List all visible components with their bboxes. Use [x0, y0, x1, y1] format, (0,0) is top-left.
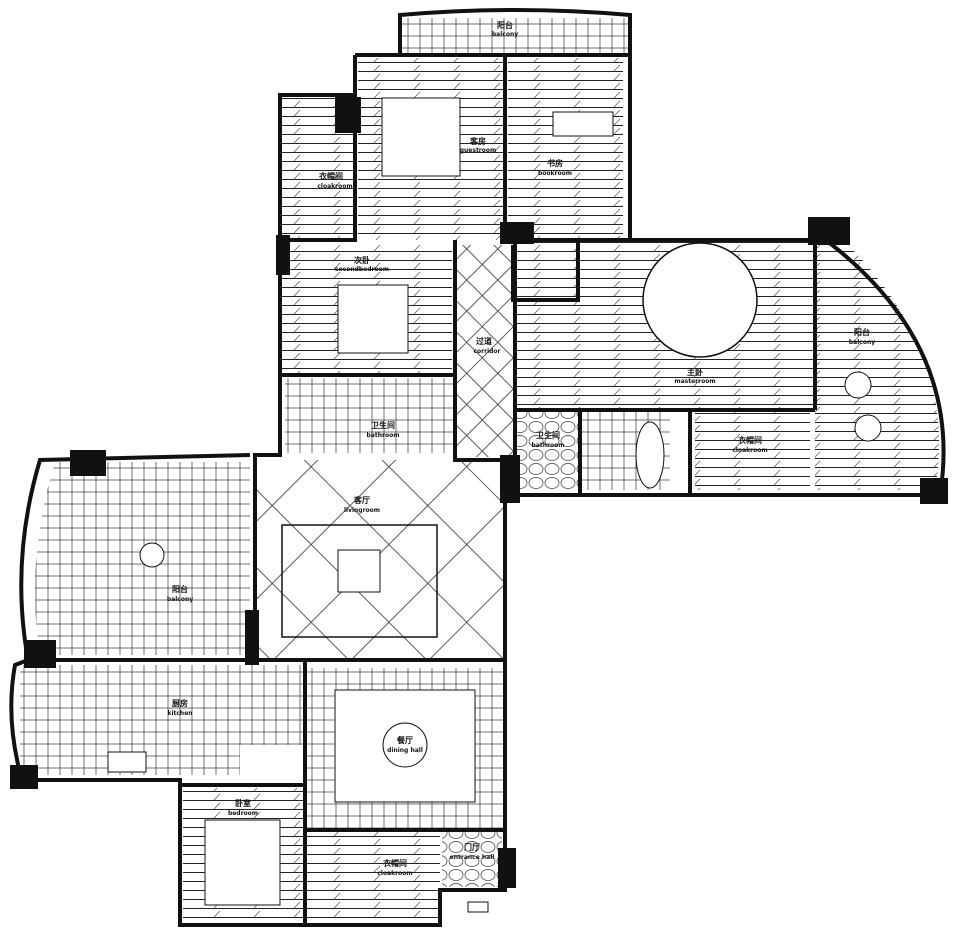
room-name-en: cloakroom [317, 183, 352, 190]
secondbedroom-bed-icon [337, 284, 409, 354]
bathtub-icon [635, 421, 665, 489]
room-name-en: entrance hall [450, 854, 495, 861]
label-livingroom: 客厅 livingroom [344, 495, 380, 514]
kitchen-floor [20, 665, 305, 775]
room-name-cn: 客房 [469, 136, 486, 146]
stove-icon [107, 751, 147, 773]
columns [10, 97, 948, 888]
label-balcony-left: 阳台 balcony [167, 584, 193, 603]
balcony-top-floor [402, 18, 628, 56]
room-name-cn: 衣帽间 [383, 858, 407, 868]
guest-bed-icon [381, 97, 461, 177]
room-name-en: balcony [492, 31, 518, 38]
room-name-en: dining hall [387, 747, 423, 754]
label-dining: 餐厅 dining hall [387, 735, 423, 754]
room-name-en: balcony [167, 596, 193, 603]
label-entrance: 门厅 entrance hall [450, 842, 495, 861]
room-name-cn: 主卧 [687, 367, 703, 377]
balcony-table-icon [139, 542, 165, 568]
master-round-bed-icon [642, 242, 758, 358]
room-name-cn: 客厅 [353, 495, 370, 505]
corridor-floor [455, 245, 513, 457]
label-balcony-right: 阳台 balcony [849, 327, 875, 346]
room-name-en: bedroom [228, 810, 258, 817]
room-name-en: cloakroom [732, 447, 767, 454]
room-name-en: masterroom [674, 378, 715, 385]
balcony-right-floor [815, 232, 940, 490]
room-name-cn: 卫生间 [536, 430, 560, 440]
room-name-cn: 阳台 [854, 327, 870, 337]
room-name-en: secondbedroom [335, 266, 389, 273]
entrance-floor [442, 832, 502, 887]
balcony-right-chair-icon [844, 371, 872, 399]
room-name-cn: 书房 [547, 158, 563, 168]
room-name-cn: 衣帽间 [738, 435, 762, 445]
room-name-cn: 阳台 [497, 20, 513, 30]
sofa-icon [281, 524, 438, 638]
cloakroom-lower-floor [307, 832, 440, 920]
label-kitchen: 厨房 kitchen [167, 698, 192, 717]
room-name-en: balcony [849, 339, 875, 346]
room-name-en: bathroom [532, 442, 565, 449]
rug-icon [337, 549, 381, 593]
bathroom-master-floor [517, 410, 579, 490]
room-name-en: kitchen [167, 710, 192, 717]
dining-table-icon [382, 722, 428, 768]
label-cloakroom-upper: 衣帽间 cloakroom [317, 171, 352, 190]
room-name-cn: 阳台 [172, 584, 188, 594]
room-name-en: guestroom [460, 147, 497, 154]
room-name-en: bathroom [367, 432, 400, 439]
balcony-right-chair-icon [854, 414, 882, 442]
label-corridor: 过道 corridor [473, 336, 500, 355]
room-name-en: cloakroom [377, 870, 412, 877]
bedroom-bed-icon [204, 819, 281, 906]
room-name-cn: 门厅 [464, 842, 480, 852]
room-name-cn: 卫生间 [371, 420, 395, 430]
label-bathroom-left: 卫生间 bathroom [367, 420, 400, 439]
furniture [107, 97, 882, 913]
room-name-cn: 卧室 [235, 798, 251, 808]
room-name-cn: 衣帽间 [319, 171, 343, 181]
study-floor [508, 58, 623, 240]
room-name-cn: 次卧 [354, 255, 370, 265]
room-name-en: livingroom [344, 507, 380, 514]
cloakroom-master-floor [695, 412, 810, 490]
room-name-en: corridor [473, 348, 500, 355]
bathroom-left-floor [285, 378, 453, 453]
label-study: 书房 bookroom [538, 158, 572, 177]
label-bedroom: 卧室 bedroom [228, 798, 258, 817]
desk-icon [552, 111, 614, 137]
label-bathroom-master: 卫生间 bathroom [532, 430, 565, 449]
label-cloakroom-lower: 衣帽间 cloakroom [377, 858, 412, 877]
entrance-arrow-icon [467, 901, 489, 913]
label-cloakroom-master: 衣帽间 cloakroom [732, 435, 767, 454]
room-name-cn: 厨房 [172, 698, 188, 708]
room-name-en: bookroom [538, 170, 572, 177]
room-name-cn: 餐厅 [396, 735, 413, 745]
room-name-cn: 过道 [476, 336, 492, 346]
